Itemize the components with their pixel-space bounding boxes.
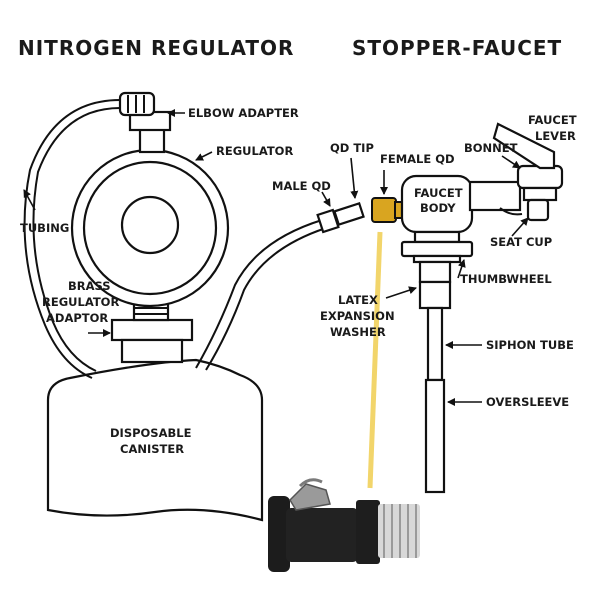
- regulator-gauge: [120, 195, 180, 255]
- canister-label-line-1: DISPOSABLE: [110, 426, 192, 440]
- brass-regulator-adaptor-nut: [110, 318, 194, 342]
- faucet-spout: [468, 180, 522, 212]
- label-elbow-adapter: ELBOW ADAPTER: [188, 106, 299, 120]
- faucet-lever: [492, 122, 556, 170]
- label-bonnet: BONNET: [464, 141, 518, 155]
- label-latex-line-1: LATEX: [338, 293, 378, 307]
- brass-regulator-adaptor-body: [120, 338, 184, 364]
- faucet-body-label-line-1: FAUCET: [414, 186, 463, 200]
- title-stopper-faucet: STOPPER-FAUCET: [352, 36, 562, 60]
- label-brass-line-2: REGULATOR: [42, 295, 119, 309]
- label-faucet-lever-line-1: FAUCET: [528, 113, 577, 127]
- label-female-qd: FEMALE QD: [380, 152, 455, 166]
- faucet-neck: [413, 230, 461, 244]
- label-male-qd: MALE QD: [272, 179, 331, 193]
- label-latex-line-3: WASHER: [330, 325, 386, 339]
- siphon-tube: [426, 306, 444, 382]
- male-qd: [333, 201, 365, 227]
- male-qd-body: [316, 208, 340, 234]
- seat-cup: [526, 198, 550, 222]
- tubing-inner: [32, 107, 121, 372]
- faucet-body-label-line-2: BODY: [420, 201, 456, 215]
- canister-label-line-2: CANISTER: [120, 442, 184, 456]
- label-regulator: REGULATOR: [216, 144, 293, 158]
- label-qd-tip: QD TIP: [330, 141, 374, 155]
- label-faucet-lever-line-2: LEVER: [535, 129, 576, 143]
- label-tubing: TUBING: [20, 221, 69, 235]
- tubing: [23, 99, 121, 379]
- highlight-connector: [367, 231, 383, 489]
- oversleeve: [424, 378, 446, 494]
- latex-expansion-washer: [418, 280, 452, 310]
- label-seat-cup: SEAT CUP: [490, 235, 552, 249]
- disposable-canister: [46, 358, 264, 522]
- bonnet: [516, 164, 564, 190]
- bonnet-lower: [522, 186, 558, 202]
- label-siphon-tube: SIPHON TUBE: [486, 338, 574, 352]
- label-latex-line-2: EXPANSION: [320, 309, 395, 323]
- label-oversleeve: OVERSLEEVE: [486, 395, 569, 409]
- female-qd: [371, 197, 397, 223]
- thumbwheel: [400, 240, 474, 258]
- elbow-adapter-neck: [138, 126, 166, 154]
- stopper-stem: [418, 260, 452, 284]
- tubing-to-qd: [195, 219, 323, 369]
- label-brass-line-1: BRASS: [68, 279, 111, 293]
- label-thumbwheel: THUMBWHEEL: [460, 272, 552, 286]
- tubing-to-qd-inner: [205, 227, 327, 371]
- label-brass-line-3: ADAPTOR: [46, 311, 108, 325]
- title-nitrogen-regulator: NITROGEN REGULATOR: [18, 36, 294, 60]
- female-qd-photo: [268, 478, 420, 572]
